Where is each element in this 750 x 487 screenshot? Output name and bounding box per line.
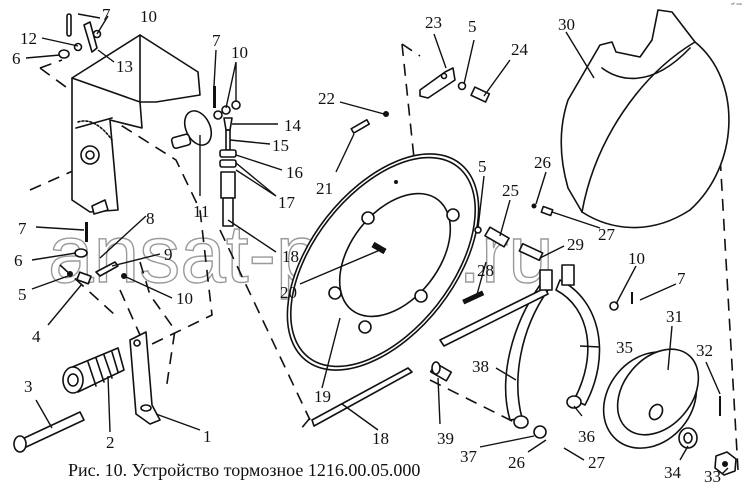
callout-25: 25	[502, 181, 519, 200]
callout-13: 13	[116, 57, 133, 76]
callout-9: 9	[164, 245, 173, 264]
callout-7: 7	[102, 5, 111, 24]
callout-18: 18	[282, 247, 299, 266]
callout-10: 10	[176, 289, 193, 308]
callout-23: 23	[425, 13, 442, 32]
callout-27: 27	[588, 453, 606, 472]
callout-39: 39	[437, 429, 454, 448]
callout-10: 10	[231, 43, 248, 62]
top-left-small-parts	[58, 13, 102, 59]
callout-18: 18	[372, 429, 389, 448]
cable-adjuster	[213, 86, 241, 227]
callout-10: 10	[628, 249, 645, 268]
callout-4: 4	[32, 327, 41, 346]
callout-7: 7	[18, 219, 27, 238]
callout-3: 3	[24, 377, 33, 396]
bracket-housing	[71, 34, 201, 215]
cable-sleeve	[311, 367, 413, 427]
callout-27: 27	[598, 225, 616, 244]
callout-36: 36	[578, 427, 595, 446]
callout-33: 33	[704, 467, 721, 486]
callout-11: 11	[193, 202, 209, 221]
callout-labels: 7 10 12 6 13 7 10 14 15 16 17 18 11 7 6 …	[12, 5, 721, 486]
callout-5: 5	[468, 17, 477, 36]
callout-5: 5	[478, 157, 487, 176]
callout-20: 20	[280, 283, 297, 302]
lever-plate	[170, 110, 213, 149]
pedal-assembly	[13, 331, 161, 453]
callout-16: 16	[286, 163, 303, 182]
spring-coils	[62, 347, 125, 394]
callout-29: 29	[567, 235, 584, 254]
callout-7: 7	[212, 31, 221, 50]
callout-10: 10	[140, 7, 157, 26]
callout-31: 31	[666, 307, 683, 326]
callout-15: 15	[272, 136, 289, 155]
callout-17: 17	[278, 193, 296, 212]
callout-30: 30	[558, 15, 575, 34]
callout-12: 12	[20, 29, 37, 48]
callout-24: 24	[511, 40, 529, 59]
callout-19: 19	[314, 387, 331, 406]
figure-caption: Рис. 10. Устройство тормозное 1216.00.05…	[68, 460, 421, 480]
callout-14: 14	[284, 116, 302, 135]
right-mid-fasteners	[462, 203, 554, 305]
brake-shoes	[439, 264, 633, 439]
callout-2: 2	[106, 433, 115, 452]
callout-38: 38	[472, 357, 489, 376]
callout-21: 21	[316, 179, 333, 198]
callout-34: 34	[664, 463, 682, 482]
cover	[560, 9, 730, 229]
callout-37: 37	[460, 447, 478, 466]
callout-6: 6	[12, 49, 21, 68]
callout-7: 7	[677, 269, 686, 288]
callout-26: 26	[534, 153, 551, 172]
callout-26: 26	[508, 453, 525, 472]
callout-8: 8	[146, 209, 155, 228]
callout-22: 22	[318, 89, 335, 108]
callout-28: 28	[477, 261, 494, 280]
callout-35: 35	[616, 338, 633, 357]
mid-left-small-parts	[67, 222, 127, 285]
leader-lines	[25, 13, 729, 475]
backing-plate	[286, 153, 480, 371]
upper-bracket-parts	[350, 67, 491, 134]
corner-mark: ᵃᴾ ˢᵃᵃ	[731, 2, 742, 8]
callout-5: 5	[18, 285, 27, 304]
callout-6: 6	[14, 251, 23, 270]
adjuster-39	[429, 361, 453, 382]
brake-drum-group	[602, 348, 737, 476]
callout-1: 1	[203, 427, 212, 446]
callout-32: 32	[696, 341, 713, 360]
